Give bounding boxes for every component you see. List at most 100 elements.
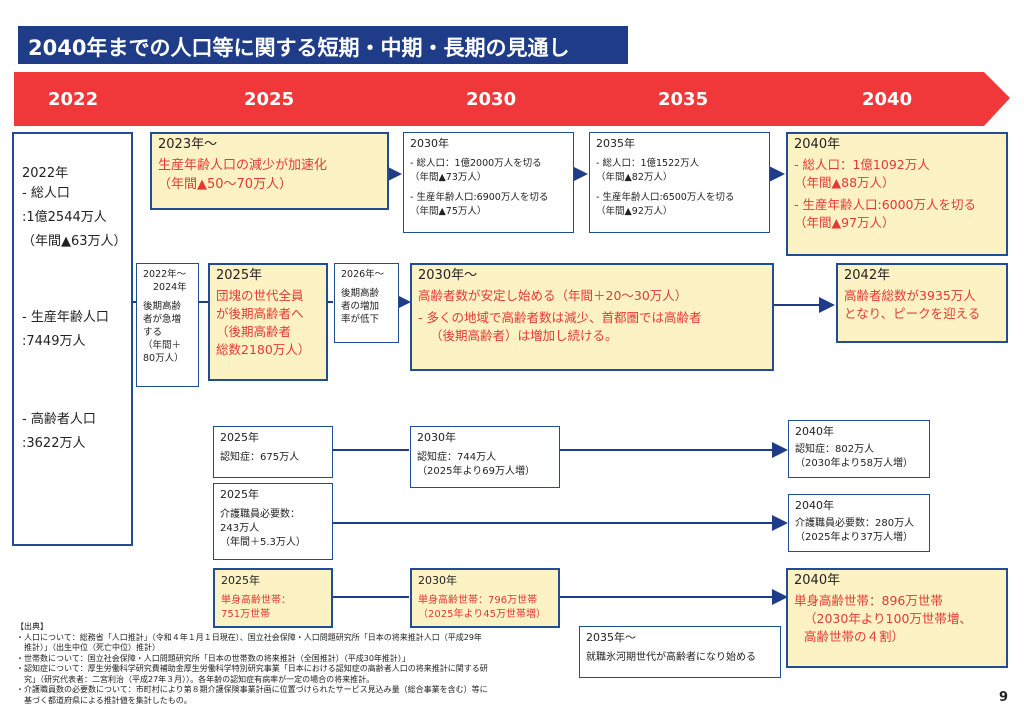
box-2030-dementia-l1: 認知症：744万人 — [417, 452, 497, 463]
box-2035-ice-l1: 就職氷河期世代が高齢者になり始める — [586, 652, 756, 663]
summary-total-value: :1億2544万人 — [22, 210, 107, 225]
box-2022-2024-l2: 2024年 — [153, 282, 187, 293]
box-2030-dementia-head: 2030年 — [417, 431, 456, 444]
box-2040-single-households: 2040年 単身高齢世帯：896万世帯 （2030年より100万世帯増、 高齢世… — [786, 568, 1008, 668]
summary-working-label: - 生産年齢人口 — [22, 310, 109, 325]
box-2040-dementia-head: 2040年 — [795, 425, 834, 438]
source-population: ・人口について：総務省「人口推計」（令和４年１月１日現在）、国立社会保障・人口問… — [16, 632, 482, 642]
box-2026-l2: 後期高齢 — [341, 288, 380, 299]
source-dementia-cont: 究」（研究代表者：二宮利治（平成27年３月））。各年齢の認知症有病率が一定の場合… — [24, 674, 375, 684]
source-households: ・世帯数について：国立社会保障・人口問題研究所「日本の世帯数の将来推計（全国推計… — [16, 653, 410, 663]
box-2030-elderly: 2030年～ 高齢者数が安定し始める（年間＋20～30万人） - 多くの地域で高… — [410, 263, 774, 371]
timeline-year-2022: 2022 — [48, 89, 99, 110]
box-2040-single-l2: （2030年より100万世帯増、 — [804, 611, 972, 626]
box-2040-population: 2040年 - 総人口：1億1092万人 （年間▲88万人） - 生産年齢人口:… — [786, 132, 1008, 256]
box-2025-dementia-head: 2025年 — [220, 431, 259, 444]
source-population-cont: 推計）」（出生中位（死亡中位）推計） — [24, 643, 160, 652]
timeline-year-2025: 2025 — [244, 89, 295, 110]
box-2023-head: 2023年～ — [158, 137, 218, 152]
box-2025-care-workers: 2025年 介護職員必要数： 243万人 （年間＋5.3万人） — [213, 483, 333, 560]
box-2030-pop-b2: （年間▲75万人） — [410, 206, 487, 217]
box-2035-pop-a1: - 総人口：1億1522万人 — [596, 158, 700, 169]
box-2025-elderly-l2: が後期高齢者へ — [216, 306, 304, 321]
timeline-arrow — [14, 72, 1010, 126]
box-2025-elderly-head: 2025年 — [216, 268, 263, 283]
box-2040-single-l1: 単身高齢世帯：896万世帯 — [794, 593, 943, 608]
box-2040-dementia-l1: 認知症：802万人 — [795, 444, 875, 455]
summary-total-label: - 総人口 — [22, 186, 70, 201]
box-2022-2024-l6: （年間＋ — [143, 340, 182, 351]
box-2035-ice-head: 2035年～ — [586, 631, 636, 644]
box-2040-care-head: 2040年 — [795, 499, 834, 512]
source-care-workers: ・介護職員数の必要数について：市町村により第８期介護保険事業計画に位置づけられた… — [16, 685, 488, 694]
box-2026-l4: 率が低下 — [341, 314, 380, 325]
box-2022-2024: 2022年～ 2024年 後期高齢 者が急増 する （年間＋ 80万人） — [136, 263, 199, 387]
source-dementia: ・認知症について：厚生労働科学研究費補助金厚生労働科学特別研究事業「日本における… — [16, 664, 488, 673]
box-2030-pop-a2: （年間▲73万人） — [410, 172, 487, 183]
page-number: 9 — [998, 690, 1008, 705]
source-care-workers-cont: 基づく都道府県による推計値を集計したもの。 — [24, 695, 192, 705]
box-2025-care-l3: （年間＋5.3万人） — [220, 537, 306, 548]
box-2022-summary: 2022年 - 総人口 :1億2544万人 （年間▲63万人） - 生産年齢人口… — [12, 132, 133, 546]
box-2030-dementia: 2030年 認知症：744万人 （2025年より69万人増） — [410, 426, 560, 488]
summary-elderly-label: - 高齢者人口 — [22, 412, 96, 427]
sources-footnote: 【出典】 ・人口について：総務省「人口推計」（令和４年１月１日現在）、国立社会保… — [16, 622, 576, 706]
box-2025-dementia: 2025年 認知症：675万人 — [213, 426, 333, 478]
box-2025-single-head: 2025年 — [221, 574, 260, 587]
summary-total-change: （年間▲63万人） — [22, 234, 127, 249]
box-2042-l2: となり、ピークを迎える — [844, 306, 981, 321]
box-2030-elderly-head: 2030年～ — [418, 268, 478, 283]
box-2023-line2: （年間▲50～70万人） — [158, 177, 293, 192]
box-2040-pop-a1: - 総人口：1億1092万人 — [794, 157, 930, 172]
box-2042-l1: 高齢者総数が3935万人 — [844, 288, 976, 303]
box-2023: 2023年～ 生産年齢人口の減少が加速化 （年間▲50～70万人） — [150, 132, 389, 210]
box-2023-line1: 生産年齢人口の減少が加速化 — [158, 158, 328, 173]
box-2030-single-l2: （2025年より45万世帯増） — [418, 609, 546, 620]
box-2040-single-l3: 高齢世帯の４割） — [804, 629, 905, 644]
box-2040-pop-b2: （年間▲97万人） — [794, 215, 895, 230]
box-2022-2024-l3: 後期高齢 — [143, 301, 182, 312]
box-2022-2024-l1: 2022年～ — [143, 269, 187, 280]
box-2025-care-l1: 介護職員必要数： — [220, 509, 300, 520]
box-2035-population: 2035年 - 総人口：1億1522万人 （年間▲82万人） - 生産年齢人口:… — [589, 132, 770, 233]
box-2030-pop-b1: - 生産年齢人口:6900万人を切る — [410, 192, 549, 203]
box-2042-head: 2042年 — [844, 268, 891, 283]
box-2030-population: 2030年 - 総人口：1億2000万人を切る （年間▲73万人） - 生産年齢… — [403, 132, 574, 233]
box-2040-dementia: 2040年 認知症：802万人 （2030年より58万人増） — [788, 420, 930, 478]
box-2025-elderly-l3: （後期高齢者 — [216, 324, 292, 339]
box-2040-care-l2: （2025年より37万人増） — [795, 532, 913, 543]
summary-year: 2022年 — [22, 166, 69, 181]
box-2025-elderly: 2025年 団塊の世代全員 が後期高齢者へ （後期高齢者 総数2180万人） — [208, 263, 328, 381]
box-2030-single-head: 2030年 — [418, 574, 457, 587]
box-2040-pop-head: 2040年 — [794, 137, 841, 152]
box-2025-care-head: 2025年 — [220, 488, 259, 501]
timeline-year-2035: 2035 — [658, 89, 709, 110]
summary-working-value: :7449万人 — [22, 334, 86, 349]
box-2040-single-head: 2040年 — [794, 573, 841, 588]
summary-elderly-value: :3622万人 — [22, 436, 86, 451]
box-2030-elderly-l2: - 多くの地域で高齢者数は減少、首都圏では高齢者 — [418, 310, 702, 325]
box-2025-single-households: 2025年 単身高齢世帯： 751万世帯 — [213, 568, 333, 628]
box-2022-2024-l7: 80万人） — [143, 353, 184, 364]
timeline-year-2030: 2030 — [466, 89, 517, 110]
timeline-year-2040: 2040 — [862, 89, 913, 110]
box-2030-pop-a1: - 総人口：1億2000万人を切る — [410, 158, 542, 169]
box-2035-pop-a2: （年間▲82万人） — [596, 172, 673, 183]
sources-head: 【出典】 — [16, 622, 48, 631]
box-2030-single-households: 2030年 単身高齢世帯：796万世帯 （2025年より45万世帯増） — [410, 568, 560, 628]
box-2040-pop-b1: - 生産年齢人口:6000万人を切る — [794, 197, 977, 212]
box-2030-elderly-l3: （後期高齢者）は増加し続ける。 — [430, 328, 618, 343]
box-2040-care-workers: 2040年 介護職員必要数：280万人 （2025年より37万人増） — [788, 494, 930, 552]
box-2022-2024-l5: する — [143, 327, 163, 338]
box-2035-pop-b1: - 生産年齢人口:6500万人を切る — [596, 192, 735, 203]
box-2030-elderly-l1: 高齢者数が安定し始める（年間＋20～30万人） — [418, 288, 688, 303]
box-2025-single-l1: 単身高齢世帯： — [221, 595, 291, 606]
box-2035-pop-b2: （年間▲92万人） — [596, 206, 673, 217]
box-2025-elderly-l1: 団塊の世代全員 — [216, 288, 304, 303]
box-2030-dementia-l2: （2025年より69万人増） — [417, 466, 535, 477]
box-2026: 2026年～ 後期高齢 者の増加 率が低下 — [334, 263, 399, 343]
box-2025-single-l2: 751万世帯 — [221, 609, 271, 620]
box-2035-ice-age-generation: 2035年～ 就職氷河期世代が高齢者になり始める — [579, 626, 781, 678]
box-2042: 2042年 高齢者総数が3935万人 となり、ピークを迎える — [836, 263, 1008, 343]
